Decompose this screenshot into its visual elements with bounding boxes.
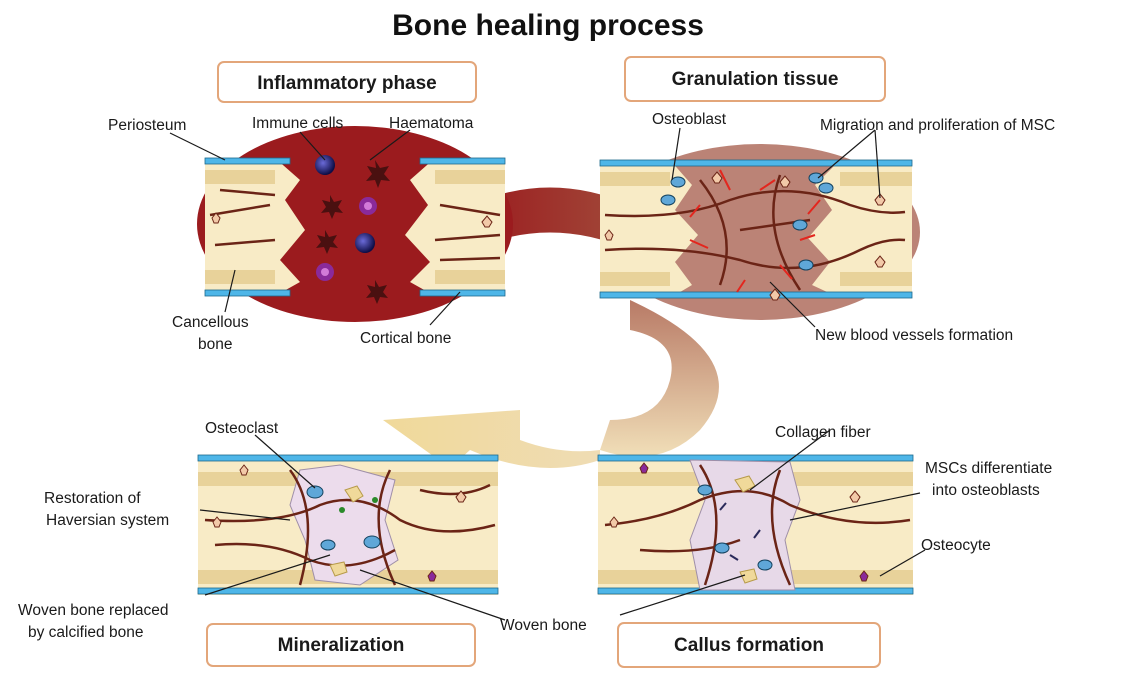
phase-box-callus: Callus formation <box>618 623 880 667</box>
label-osteocyte: Osteocyte <box>921 537 991 554</box>
label-woven-replaced-2: by calcified bone <box>28 624 143 641</box>
bone-left-fragment <box>205 158 305 296</box>
label-cortical-bone: Cortical bone <box>360 330 451 347</box>
phase-box-granulation: Granulation tissue <box>625 57 885 101</box>
panel-granulation <box>600 144 920 320</box>
label-woven-replaced-1: Woven bone replaced <box>18 602 169 619</box>
bone-right-fragment <box>405 158 505 296</box>
label-osteoblast: Osteoblast <box>652 111 727 128</box>
phase-label-callus: Callus formation <box>674 635 824 656</box>
label-restoration-2: Haversian system <box>46 512 169 529</box>
label-cancellous-1: Cancellous <box>172 314 249 331</box>
phase-box-inflammatory: Inflammatory phase <box>218 62 476 102</box>
label-haematoma: Haematoma <box>389 115 474 132</box>
panel-inflammatory <box>197 126 513 322</box>
diagram-title: Bone healing process <box>392 9 704 42</box>
phase-label-mineralization: Mineralization <box>278 635 405 656</box>
panel-callus <box>598 455 913 595</box>
phase-box-mineralization: Mineralization <box>207 624 475 666</box>
label-immune-cells: Immune cells <box>252 115 344 132</box>
label-woven-bone: Woven bone <box>500 617 587 634</box>
label-restoration-1: Restoration of <box>44 490 141 507</box>
label-migration: Migration and proliferation of MSC <box>820 117 1055 134</box>
phase-label-granulation: Granulation tissue <box>672 69 839 90</box>
label-osteoclast: Osteoclast <box>205 420 279 437</box>
label-periosteum: Periosteum <box>108 117 186 134</box>
phase-label-inflammatory: Inflammatory phase <box>257 73 437 94</box>
label-collagen-fiber: Collagen fiber <box>775 424 871 441</box>
bone-right-fragment-2 <box>808 160 912 298</box>
label-new-vessels: New blood vessels formation <box>815 327 1013 344</box>
panel-mineralization <box>198 455 498 595</box>
label-mscs-diff-1: MSCs differentiate <box>925 460 1052 477</box>
label-cancellous-2: bone <box>198 336 232 353</box>
label-mscs-diff-2: into osteoblasts <box>932 482 1040 499</box>
